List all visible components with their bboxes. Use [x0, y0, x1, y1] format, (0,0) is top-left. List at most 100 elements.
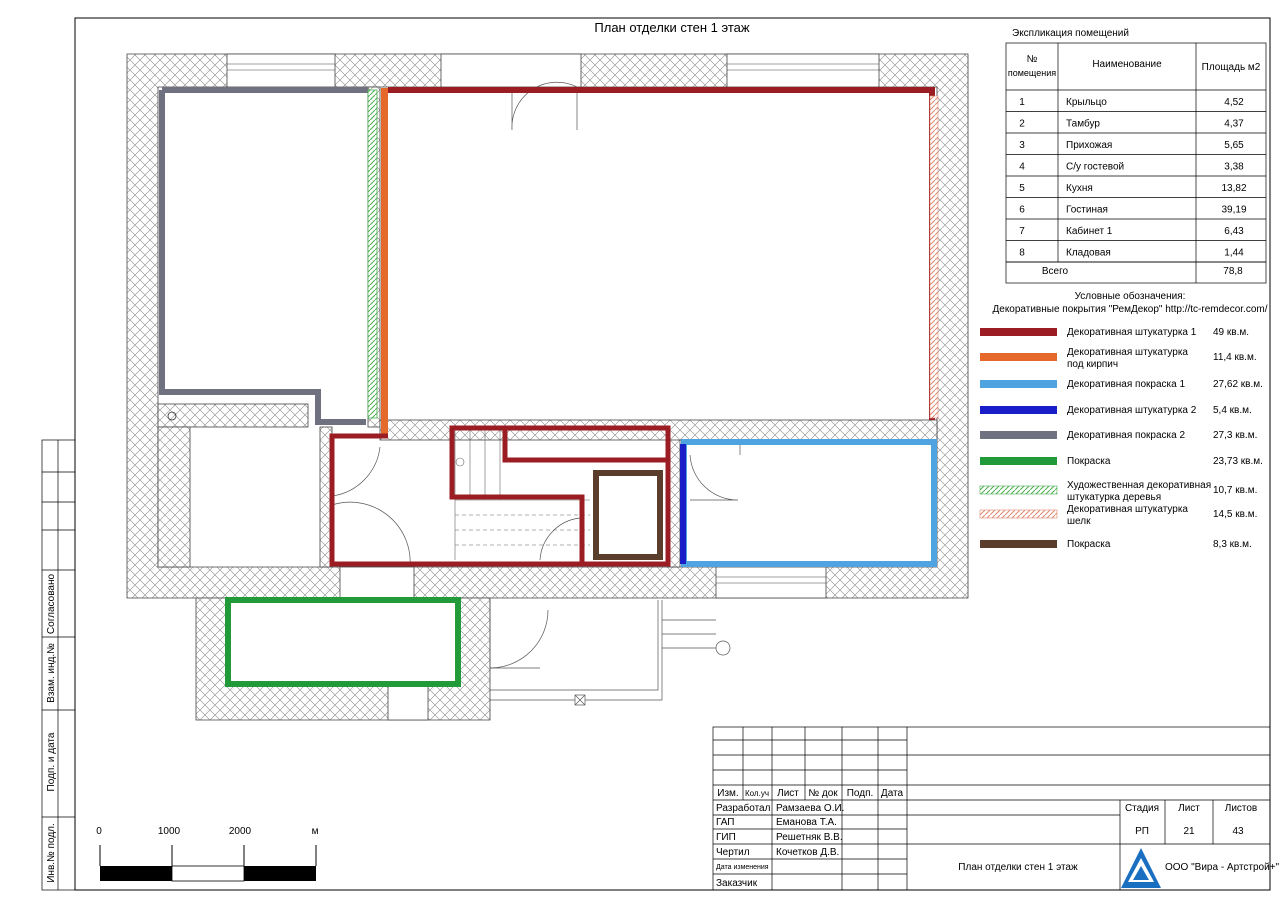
- sheet-value: 21: [1183, 826, 1195, 837]
- explication-title: Экспликация помещений: [1012, 28, 1129, 39]
- row-name: Гостиная: [1066, 205, 1108, 216]
- row-name: С/у гостевой: [1066, 162, 1124, 173]
- row-area: 4,37: [1224, 119, 1244, 130]
- title-block-people: Разработал Рамзаева О.И. ГАП Еманова Т.А. ГИ…: [716, 802, 844, 889]
- legend-item: Покраска 23,73 кв.м.: [980, 456, 1263, 467]
- title-block-col-header: Кол.уч: [745, 789, 769, 798]
- legend-swatch: [980, 457, 1057, 465]
- finish-brown-storage: [593, 470, 663, 560]
- drawing-name: План отделки стен 1 этаж: [958, 862, 1078, 873]
- entry-opening: [339, 566, 415, 599]
- row-num: 6: [1019, 205, 1025, 216]
- scale-tick-1000: 1000: [158, 826, 181, 837]
- finish-silk-plaster: [929, 95, 939, 419]
- title-block-col-header: Дата: [881, 788, 904, 799]
- row-area: 6,43: [1224, 226, 1244, 237]
- legend-value: 23,73 кв.м.: [1213, 456, 1263, 467]
- legend-label: Покраска: [1067, 456, 1111, 467]
- header-num-sign: №: [1027, 54, 1038, 65]
- sheets-value: 43: [1232, 826, 1244, 837]
- title-block-role: ГАП: [716, 817, 735, 828]
- legend-label: под кирпич: [1067, 359, 1118, 370]
- legend-subtitle: Декоративные покрытия "РемДекор" http://…: [992, 304, 1267, 315]
- exterior-walls: [126, 53, 969, 599]
- scale-bar: 0 1000 2000 м: [96, 826, 319, 882]
- legend-label: Художественная декоративная: [1067, 480, 1211, 491]
- door-swings: [331, 81, 741, 568]
- row-area: 39,19: [1221, 205, 1246, 216]
- legend-value: 27,3 кв.м.: [1213, 430, 1257, 441]
- finish-tree-plaster: [367, 89, 378, 419]
- legend-label: Покраска: [1067, 539, 1111, 550]
- window-top-1: [226, 53, 336, 88]
- row-name: Прихожая: [1066, 140, 1112, 151]
- legend-swatch: [980, 353, 1057, 361]
- legend-swatch: [980, 406, 1057, 414]
- title-block: [712, 726, 1271, 891]
- stamp-sign-date: Подп. и дата: [46, 732, 57, 791]
- stamp-inventory: Инв.№ подл.: [46, 823, 57, 883]
- legend-label: Декоративная покраска 2: [1067, 430, 1185, 441]
- legend-value: 14,5 кв.м.: [1213, 509, 1257, 520]
- sheet-header: Лист: [1178, 803, 1200, 814]
- legend-label: Декоративная штукатурка: [1067, 504, 1188, 515]
- title-block-role: Разработал: [716, 802, 771, 814]
- stage-value: РП: [1135, 826, 1149, 837]
- row-name: Кабинет 1: [1066, 225, 1113, 237]
- legend-swatch: [979, 509, 1058, 519]
- title-block-role: ГИП: [716, 832, 736, 843]
- legend-value: 5,4 кв.м.: [1213, 405, 1252, 416]
- row-num: 2: [1019, 119, 1025, 130]
- title-block-person: Рамзаева О.И.: [776, 803, 844, 814]
- row-num: 4: [1019, 162, 1025, 173]
- title-block-person: Решетняк В.В.: [776, 832, 843, 843]
- title-block-person: Еманова Т.А.: [776, 817, 837, 828]
- explication-row: 6 Гостиная 39,19: [1006, 205, 1266, 220]
- row-name: Кухня: [1066, 183, 1093, 194]
- legend-label: шелк: [1067, 516, 1091, 527]
- company-name: ООО "Вира - Артстрой+": [1165, 862, 1280, 873]
- row-area: 4,52: [1224, 97, 1244, 108]
- stamp-agreed: Согласовано: [46, 574, 57, 635]
- title-block-person: Кочетков Д.В.: [776, 847, 839, 858]
- row-num: 8: [1019, 248, 1025, 259]
- title-block-role: Чертил: [716, 847, 750, 858]
- stage-header: Стадия: [1125, 803, 1159, 814]
- title-block-col-header: Подп.: [847, 788, 874, 799]
- title-block-col-header: № док: [808, 788, 838, 799]
- legend-value: 49 кв.м.: [1213, 327, 1249, 338]
- legend-item: Декоративная штукатурка 2 5,4 кв.м.: [980, 405, 1252, 416]
- explication-table: Экспликация помещений № помещения Наимен…: [1005, 28, 1267, 284]
- row-name: Тамбур: [1066, 118, 1100, 130]
- total-value: 78,8: [1223, 266, 1243, 277]
- row-area: 13,82: [1221, 183, 1246, 194]
- legend-label: Декоративная штукатурка 1: [1067, 327, 1197, 338]
- row-num: 1: [1019, 97, 1025, 108]
- row-num: 5: [1019, 183, 1025, 194]
- legend-label: штукатурка деревья: [1067, 492, 1161, 503]
- side-stamp: [41, 439, 76, 891]
- legend-item: Декоративная покраска 2 27,3 кв.м.: [980, 430, 1257, 441]
- legend-swatch: [979, 485, 1058, 495]
- legend-value: 10,7 кв.м.: [1213, 485, 1257, 496]
- title-block-role: Дата изменения: [716, 864, 769, 871]
- header-name: Наименование: [1092, 59, 1162, 70]
- window-top-2: [726, 53, 880, 88]
- sheets-header: Листов: [1225, 803, 1258, 814]
- finish-blue-paint1: [681, 439, 937, 567]
- title-block-col-header: Лист: [777, 788, 799, 799]
- company-logo-icon: [1121, 848, 1161, 888]
- scale-unit: м: [312, 826, 319, 837]
- header-area: Площадь м2: [1202, 62, 1261, 73]
- legend-label: Декоративная штукатурка 2: [1067, 405, 1197, 416]
- title-block-role: Заказчик: [716, 878, 758, 889]
